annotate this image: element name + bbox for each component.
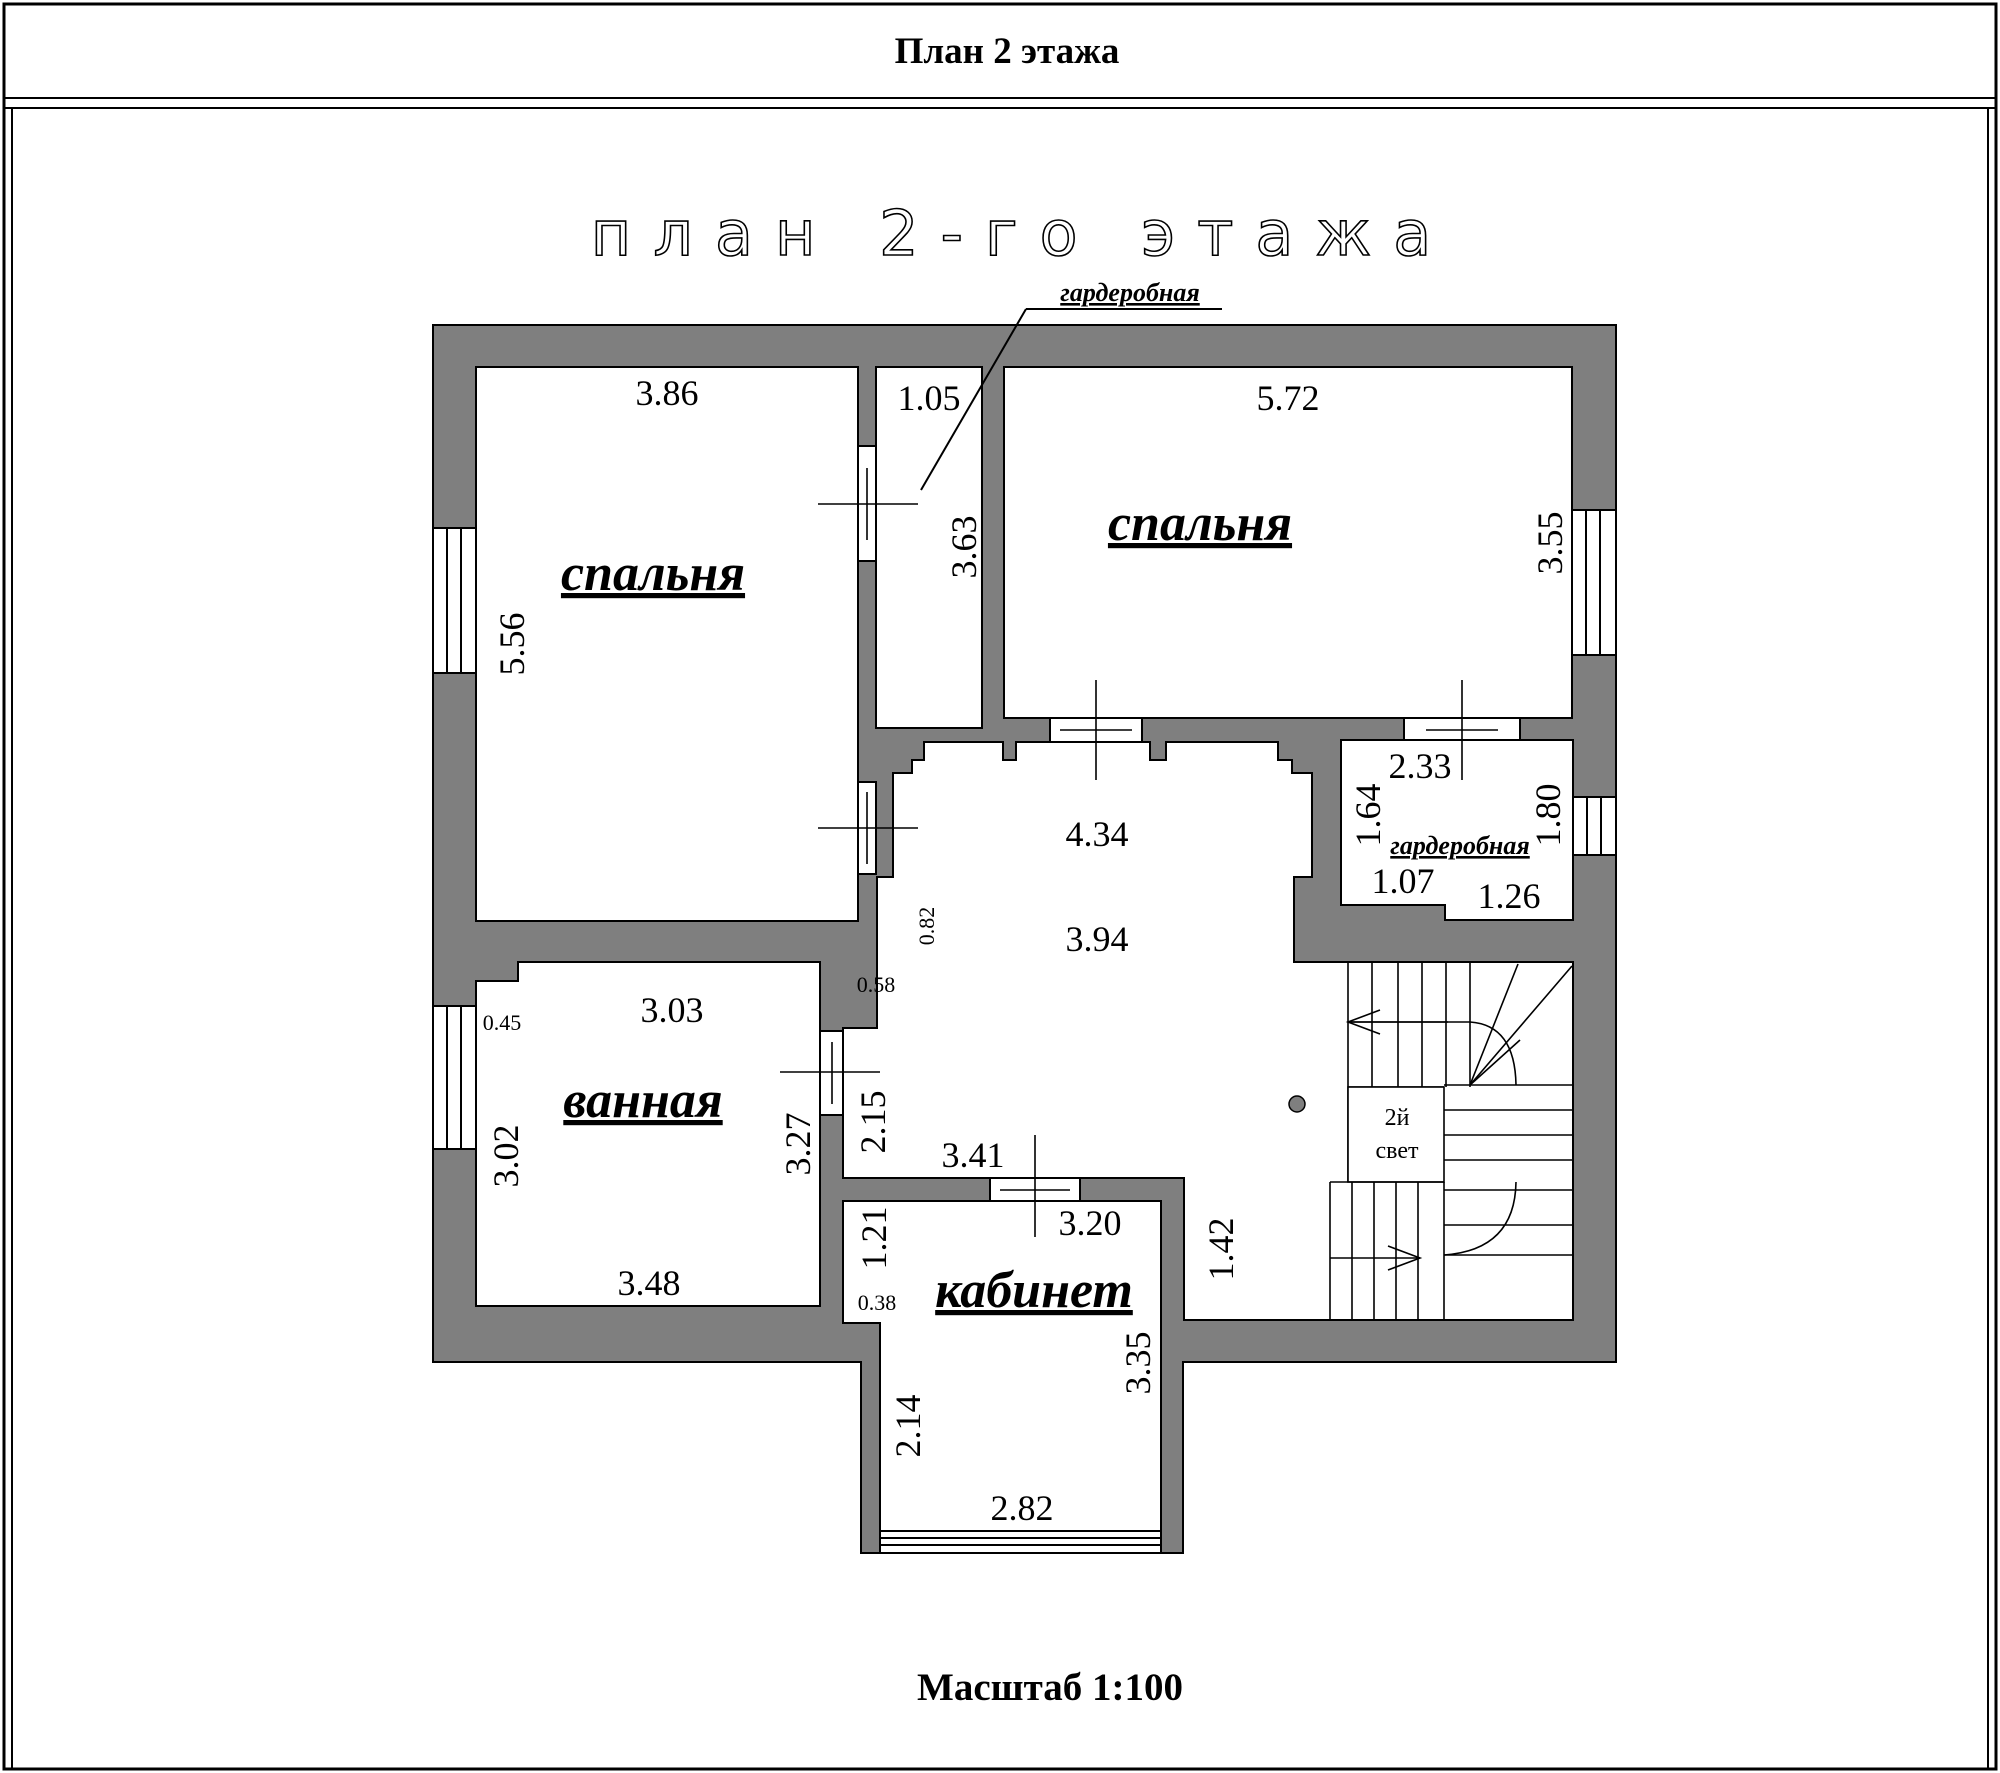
door-marks [780,468,1498,1237]
walls [432,324,1617,1554]
window-bathroom [432,1005,477,1150]
dim-study-335: 3.35 [1118,1332,1158,1395]
dim-hall-058: 0.58 [857,972,896,997]
label-wardrobe-top: гардеробная [1060,278,1200,307]
dim-study-320: 3.20 [1059,1203,1122,1243]
room-bedroom-left: спальня [561,545,745,602]
dim-br-width: 5.72 [1257,378,1320,418]
room-bathroom: ванная [563,1072,722,1129]
window-bedroom-right [1571,509,1617,656]
wardrobe-leader-line [920,308,1027,491]
dim-study-038: 0.38 [858,1290,897,1315]
stair-note-line2: свет [1376,1138,1419,1164]
label-wardrobe-right: гардеробная [1390,831,1530,860]
hall-dot [1288,1095,1306,1113]
dim-wt-width: 1.05 [898,378,961,418]
dim-study-121: 1.21 [854,1207,894,1270]
stair-note-line1: 2й [1385,1105,1410,1131]
staircase [1329,962,1573,1320]
sheet-title: План 2 этажа [895,31,1120,72]
window-bedroom-left [432,527,477,674]
dim-wr-bottom-left: 1.07 [1372,861,1435,901]
dim-wr-left: 1.64 [1348,784,1388,847]
dim-bath-bottom: 3.48 [618,1263,681,1303]
room-study: кабинет [935,1262,1133,1319]
dim-bath-right: 3.27 [778,1113,818,1176]
windows [432,509,1617,1554]
dim-hall-width: 4.34 [1066,814,1129,854]
dim-corr-215: 2.15 [853,1091,893,1154]
plan-title: план 2-го этажа [591,197,1453,270]
dim-br-height: 3.55 [1530,512,1570,575]
dim-wt-height: 3.63 [944,516,984,579]
scale-label: Масштаб 1:100 [917,1666,1183,1709]
dim-bl-height: 5.56 [492,613,532,676]
window-study [879,1530,1162,1554]
dim-wr-bottom-right: 1.26 [1478,876,1541,916]
room-bedroom-right: спальня [1108,495,1292,552]
dim-study-282: 2.82 [991,1488,1054,1528]
dim-corr-341: 3.41 [942,1135,1005,1175]
dim-hall-082: 0.82 [914,907,939,946]
dim-bath-top: 3.03 [641,990,704,1030]
dim-hall-depth: 3.94 [1066,919,1129,959]
dim-study-214: 2.14 [888,1395,928,1458]
window-wardrobe-right [1572,796,1617,856]
dim-bath-045: 0.45 [483,1010,522,1035]
dim-bl-width: 3.86 [636,373,699,413]
dim-bath-left: 3.02 [486,1125,526,1188]
dim-wr-right: 1.80 [1528,784,1568,847]
dim-stair-142: 1.42 [1201,1218,1241,1281]
dim-wr-width: 2.33 [1389,746,1452,786]
